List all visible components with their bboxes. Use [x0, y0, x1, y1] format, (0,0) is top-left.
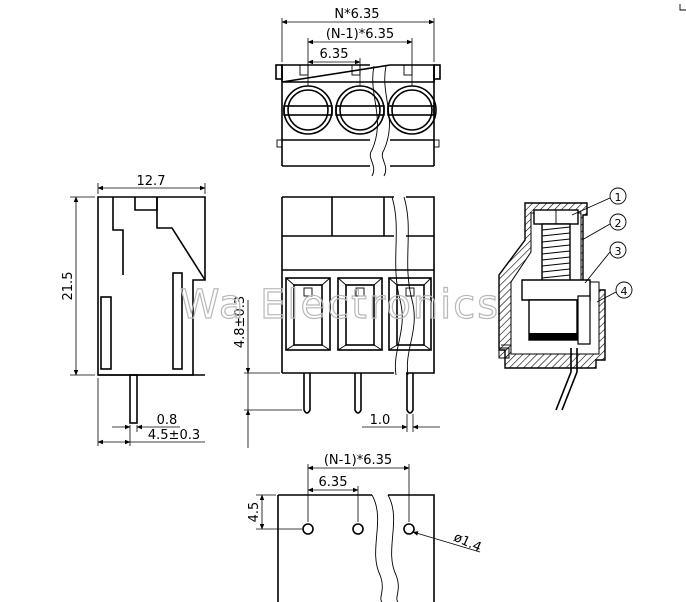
section-view: 1 2 3 4	[498, 187, 633, 411]
front-view: 4.8±0.3 1.0	[233, 196, 440, 448]
pin-length-label: 4.5±0.3	[148, 428, 200, 443]
screw-thread	[541, 223, 571, 285]
pcb-hole	[302, 523, 314, 535]
pcb-hole	[403, 523, 415, 535]
pin-width-label: 0.8	[157, 413, 178, 428]
watermark: Wa Electronics	[180, 282, 500, 328]
pin-height-label: 4.8±0.3	[233, 296, 248, 348]
callout-3: 3	[615, 245, 622, 258]
pcb-layout: (N-1)*6.35 6.35 4.5 ø1.4	[247, 453, 484, 602]
screw-head	[283, 85, 333, 135]
pcb-span-label: (N-1)*6.35	[324, 453, 392, 468]
pcb-row-label: 4.5	[247, 502, 262, 523]
corner-mark	[679, 4, 686, 11]
pcb-pitch-label: 6.35	[319, 475, 348, 490]
screw-head	[335, 85, 385, 135]
pin-thickness-label: 1.0	[370, 413, 391, 428]
side-view: 12.7 21.5 0.8 4.5±0.3	[61, 174, 206, 446]
wire-entry	[285, 277, 331, 351]
pitch-label: 6.35	[320, 47, 349, 62]
callout-2: 2	[615, 217, 622, 230]
overall-width-label: N*6.35	[334, 7, 379, 22]
span-label: (N-1)*6.35	[326, 27, 394, 42]
callout-4: 4	[621, 285, 628, 298]
side-height-label: 21.5	[61, 272, 76, 301]
screw-head	[387, 85, 437, 135]
top-view: N*6.35 (N-1)*6.35 6.35	[275, 7, 441, 177]
side-width-label: 12.7	[137, 174, 166, 189]
pcb-hole-label: ø1.4	[451, 530, 483, 555]
pcb-hole	[352, 523, 364, 535]
callout-1: 1	[615, 191, 622, 204]
wire-entry	[337, 277, 383, 351]
